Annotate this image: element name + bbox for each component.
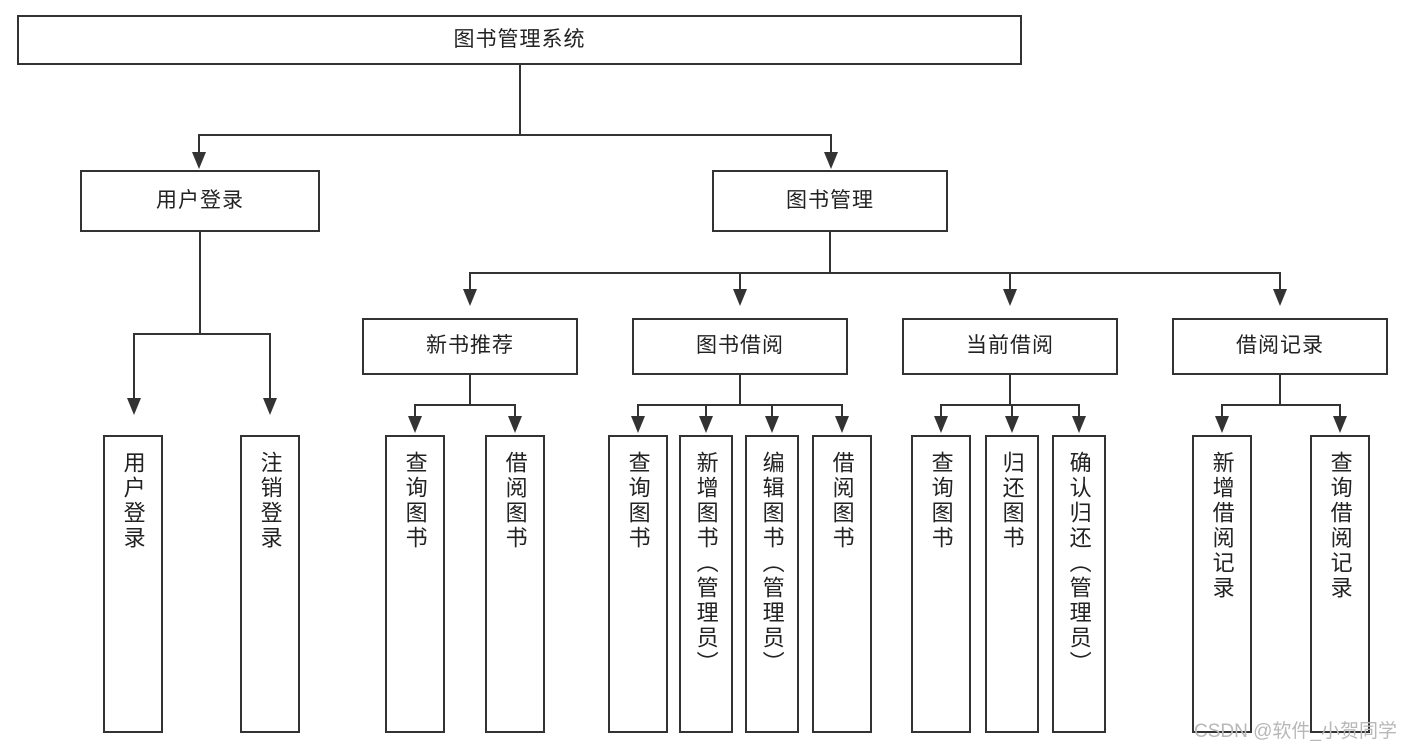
- connector-cb-drop-3: [1078, 404, 1080, 418]
- connector-cb-stem: [1009, 375, 1011, 405]
- arrow-to-leaf-query-book-3: [934, 416, 948, 433]
- node-root[interactable]: 图书管理系统: [17, 15, 1022, 65]
- connector-user-login-bus: [133, 333, 271, 335]
- connector-root-bus: [198, 134, 831, 136]
- node-user-login[interactable]: 用户登录: [80, 170, 320, 232]
- node-borrow-record-label: 借阅记录: [1236, 334, 1324, 358]
- arrow-to-book-borrow: [733, 289, 747, 306]
- node-leaf-query-book-1-label: 查询图书: [402, 451, 428, 551]
- node-leaf-query-book-2-label: 查询图书: [625, 451, 651, 551]
- arrow-to-borrow-record: [1273, 289, 1287, 306]
- node-leaf-edit-book-label: 编辑图书（管理员）: [759, 451, 785, 676]
- node-book-manage[interactable]: 图书管理: [712, 170, 948, 232]
- connector-br-stem: [1279, 375, 1281, 405]
- arrow-to-new-book-recommend: [463, 289, 477, 306]
- arrow-to-leaf-return-book: [1005, 416, 1019, 433]
- node-leaf-query-book-2[interactable]: 查询图书: [608, 435, 668, 733]
- connector-bb-drop-1: [637, 404, 639, 418]
- arrow-to-leaf-borrow-book-2: [835, 416, 849, 433]
- connector-bm-drop-1: [469, 272, 471, 292]
- node-leaf-add-book-label: 新增图书（管理员）: [693, 451, 719, 676]
- node-leaf-query-book-3-label: 查询图书: [928, 451, 954, 551]
- node-leaf-confirm-return-label: 确认归还（管理员）: [1066, 451, 1092, 676]
- node-leaf-add-record-label: 新增借阅记录: [1209, 451, 1235, 601]
- node-book-manage-label: 图书管理: [786, 188, 874, 212]
- connector-bm-drop-4: [1279, 272, 1281, 292]
- arrow-to-leaf-edit-book: [765, 416, 779, 433]
- arrow-to-book-manage: [824, 152, 838, 169]
- connector-cb-drop-1: [940, 404, 942, 418]
- connector-bb-drop-2: [705, 404, 707, 418]
- node-user-login-label: 用户登录: [156, 188, 244, 212]
- arrow-to-leaf-query-record: [1333, 416, 1347, 433]
- connector-nbr-drop-2: [514, 404, 516, 418]
- connector-user-login-stem: [199, 232, 201, 334]
- csdn-watermark: CSDN @软件_小贺同学: [1194, 721, 1397, 742]
- connector-root-stem: [519, 65, 521, 135]
- connector-bb-stem: [739, 375, 741, 405]
- node-current-borrow[interactable]: 当前借阅: [902, 318, 1118, 375]
- node-leaf-add-book[interactable]: 新增图书（管理员）: [679, 435, 733, 733]
- node-book-borrow[interactable]: 图书借阅: [632, 318, 848, 375]
- arrow-to-leaf-add-record: [1215, 416, 1229, 433]
- connector-book-manage-stem: [829, 232, 831, 273]
- connector-book-manage-bus: [469, 272, 1280, 274]
- arrow-to-leaf-user-logout: [263, 398, 277, 415]
- arrow-to-leaf-add-book: [699, 416, 713, 433]
- connector-nbr-drop-1: [414, 404, 416, 418]
- node-book-borrow-label: 图书借阅: [696, 334, 784, 358]
- arrow-to-leaf-confirm-return: [1072, 416, 1086, 433]
- node-leaf-query-book-3[interactable]: 查询图书: [911, 435, 971, 733]
- arrow-to-user-login: [192, 152, 206, 169]
- node-leaf-edit-book[interactable]: 编辑图书（管理员）: [745, 435, 799, 733]
- connector-br-drop-1: [1221, 404, 1223, 418]
- connector-cb-bus: [940, 404, 1080, 406]
- connector-user-login-drop-2: [269, 333, 271, 401]
- node-leaf-user-logout-label: 注销登录: [257, 451, 283, 551]
- arrow-to-leaf-borrow-book-1: [508, 416, 522, 433]
- node-borrow-record[interactable]: 借阅记录: [1172, 318, 1388, 375]
- node-leaf-confirm-return[interactable]: 确认归还（管理员）: [1052, 435, 1106, 733]
- connector-root-drop-right: [830, 134, 832, 156]
- arrow-to-leaf-query-book-2: [631, 416, 645, 433]
- node-new-book-recommend-label: 新书推荐: [426, 334, 514, 358]
- node-leaf-user-login-label: 用户登录: [120, 451, 146, 551]
- arrow-to-leaf-query-book-1: [408, 416, 422, 433]
- node-leaf-add-record[interactable]: 新增借阅记录: [1192, 435, 1252, 733]
- connector-root-drop-left: [198, 134, 200, 156]
- node-leaf-return-book[interactable]: 归还图书: [985, 435, 1039, 733]
- node-leaf-borrow-book-2-label: 借阅图书: [829, 451, 855, 551]
- node-leaf-return-book-label: 归还图书: [999, 451, 1025, 551]
- node-leaf-query-record-label: 查询借阅记录: [1327, 451, 1353, 601]
- node-leaf-user-login[interactable]: 用户登录: [103, 435, 163, 733]
- connector-cb-drop-2: [1011, 404, 1013, 418]
- arrow-to-leaf-user-login: [127, 398, 141, 415]
- arrow-to-current-borrow: [1003, 289, 1017, 306]
- connector-bm-drop-3: [1009, 272, 1011, 292]
- connector-nbr-bus: [414, 404, 516, 406]
- node-leaf-borrow-book-1-label: 借阅图书: [502, 451, 528, 551]
- connector-bm-drop-2: [739, 272, 741, 292]
- connector-bb-bus: [637, 404, 842, 406]
- connector-nbr-stem: [469, 375, 471, 405]
- connector-user-login-drop-1: [133, 333, 135, 401]
- node-root-label: 图书管理系统: [453, 27, 586, 51]
- node-current-borrow-label: 当前借阅: [966, 334, 1054, 358]
- node-leaf-borrow-book-1[interactable]: 借阅图书: [485, 435, 545, 733]
- node-leaf-query-book-1[interactable]: 查询图书: [385, 435, 445, 733]
- node-leaf-borrow-book-2[interactable]: 借阅图书: [812, 435, 872, 733]
- connector-br-drop-2: [1339, 404, 1341, 418]
- connector-br-bus: [1221, 404, 1340, 406]
- connector-bb-drop-3: [771, 404, 773, 418]
- node-new-book-recommend[interactable]: 新书推荐: [362, 318, 578, 375]
- node-leaf-query-record[interactable]: 查询借阅记录: [1310, 435, 1370, 733]
- node-leaf-user-logout[interactable]: 注销登录: [240, 435, 300, 733]
- connector-bb-drop-4: [841, 404, 843, 418]
